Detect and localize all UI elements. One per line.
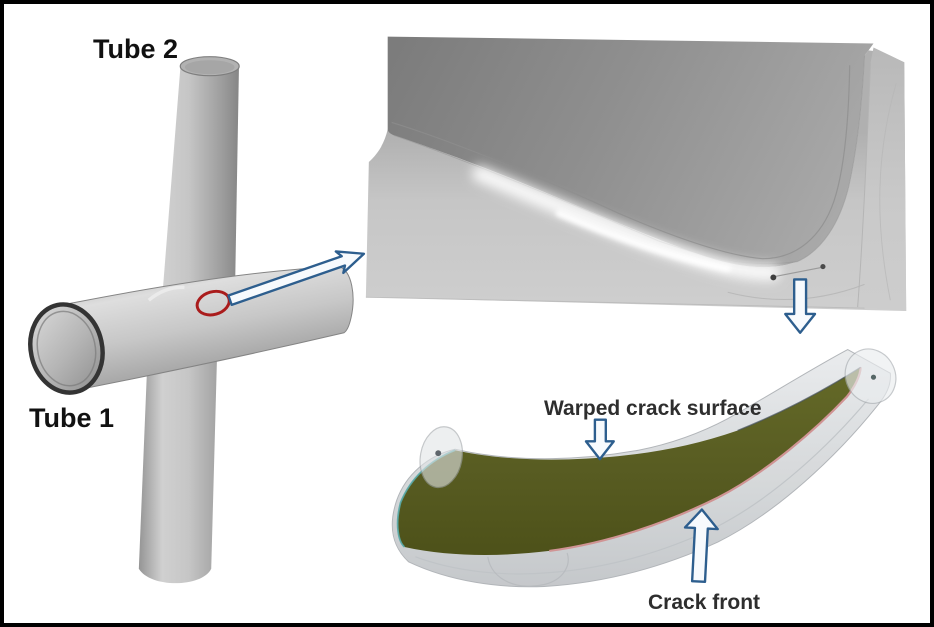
joint-closeup-render	[365, 36, 907, 312]
warped-crack-surface-label: Warped crack surface	[544, 397, 762, 420]
crack-shell-left-end	[419, 426, 464, 489]
crack-shell-right-end	[844, 348, 897, 404]
tube-assembly-model	[28, 56, 366, 584]
closeup-pointer-arrow-icon	[784, 278, 817, 334]
tube1-model	[28, 266, 354, 395]
figure-artwork	[28, 36, 907, 588]
tube2-label: Tube 2	[93, 34, 179, 64]
crack-front-label: Crack front	[648, 591, 761, 614]
warped-crack-surface	[397, 367, 861, 555]
zoom-callout-arrow-icon	[227, 250, 366, 307]
tube1-open-end	[28, 302, 105, 395]
tube1-label: Tube 1	[29, 403, 115, 433]
warped-surface-arrow-icon	[584, 418, 615, 461]
crack-closeup-render	[391, 348, 897, 588]
crack-front-arrow-icon	[683, 508, 719, 584]
initial-crack-markers	[770, 264, 826, 281]
tube2-model	[138, 56, 240, 584]
